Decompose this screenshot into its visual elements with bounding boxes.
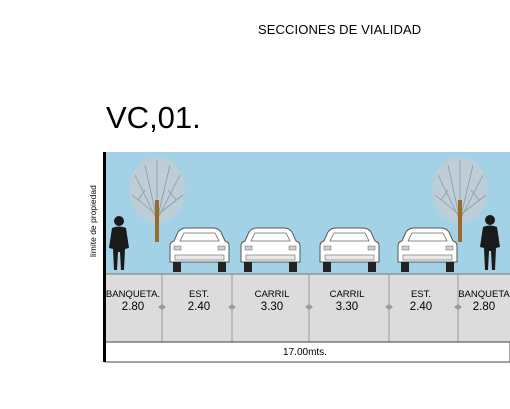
divider-marker	[454, 304, 462, 310]
segment-label: EST.	[188, 289, 210, 300]
divider-marker	[228, 304, 236, 310]
segment-value: 2.80	[472, 301, 496, 313]
car-rear-2	[240, 227, 301, 272]
car-front-1	[319, 227, 380, 272]
segment-value: 2.40	[409, 301, 433, 313]
segment-label: BANQUETA	[458, 289, 510, 300]
tree-trunk	[458, 200, 462, 242]
tree-right	[432, 157, 488, 242]
person-left	[109, 216, 129, 270]
property-line-label: limite de propiedad	[88, 185, 98, 257]
divider-marker	[385, 304, 393, 310]
person-body	[109, 226, 129, 270]
person-head	[114, 216, 124, 226]
segment-value: 2.80	[121, 301, 145, 313]
person-body	[480, 225, 500, 270]
car-rear-1	[169, 227, 230, 272]
car-front-2	[397, 227, 458, 272]
person-head	[485, 215, 495, 225]
divider-marker	[158, 304, 166, 310]
segment-value: 3.30	[335, 301, 359, 313]
section-code: VC,01.	[106, 100, 201, 135]
segment-value: 2.40	[187, 301, 211, 313]
segment-label: CARRIL	[254, 289, 290, 300]
tree-trunk	[155, 200, 159, 242]
person-right	[480, 215, 500, 270]
divider-markers	[158, 304, 462, 310]
segment-label: CARRIL	[329, 289, 365, 300]
page-title: SECCIONES DE VIALIDAD	[258, 22, 422, 37]
divider-marker	[305, 304, 313, 310]
tree-left	[129, 157, 185, 242]
total-width-label: 17.00mts.	[283, 347, 327, 358]
segment-label: BANQUETA.	[105, 289, 161, 300]
segment-label: EST.	[410, 289, 432, 300]
segment-value: 3.30	[260, 301, 284, 313]
